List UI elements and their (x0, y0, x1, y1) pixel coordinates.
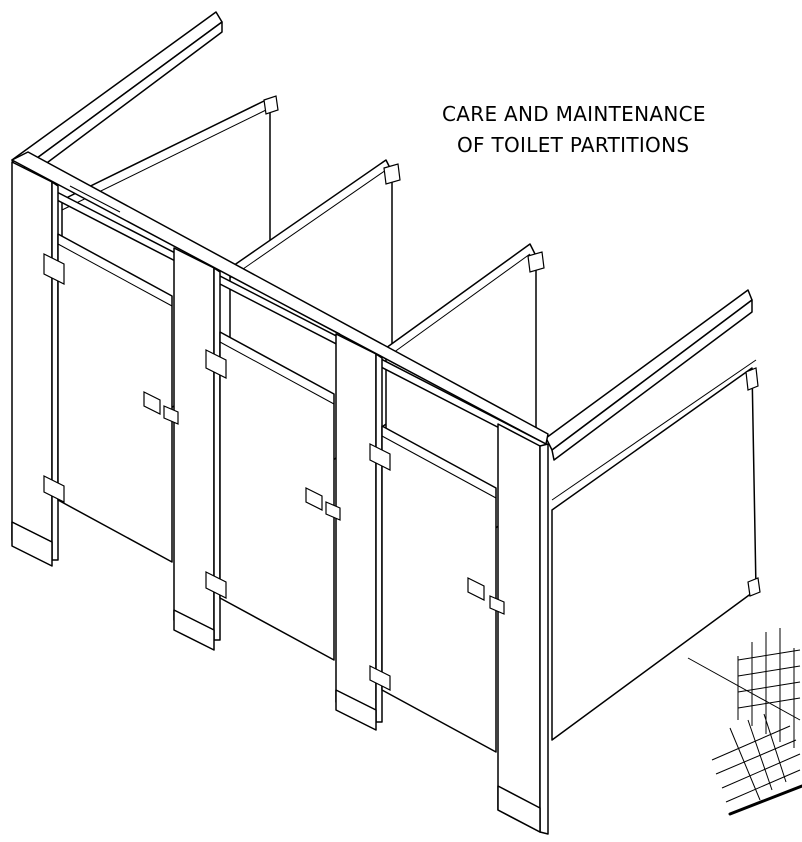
pilaster-3 (335, 333, 383, 731)
wall-tile-grid (687, 628, 802, 816)
hinge-bottom-icon (43, 475, 65, 503)
title-line-1: CARE AND MAINTENANCE (442, 102, 706, 126)
hinge-bottom-icon (369, 665, 391, 691)
title-line-2: OF TOILET PARTITIONS (457, 133, 689, 157)
pilaster-1 (11, 161, 59, 567)
stall-door-2 (205, 331, 341, 661)
hinge-top-icon (205, 349, 227, 379)
hinge-top-icon (43, 253, 65, 285)
latch-icon (163, 405, 179, 425)
latch-icon (325, 501, 341, 521)
pilaster-4 (497, 423, 549, 835)
latch-keeper-icon (305, 487, 323, 511)
latch-keeper-icon (143, 391, 161, 415)
latch-keeper-icon (467, 577, 485, 601)
end-panel-right (545, 289, 761, 741)
latch-icon (489, 595, 505, 615)
stall-door-3 (369, 425, 505, 753)
pilaster-2 (173, 247, 221, 651)
hinge-bottom-icon (205, 571, 227, 599)
stall-door-1 (43, 233, 179, 563)
hinge-top-icon (369, 443, 391, 471)
